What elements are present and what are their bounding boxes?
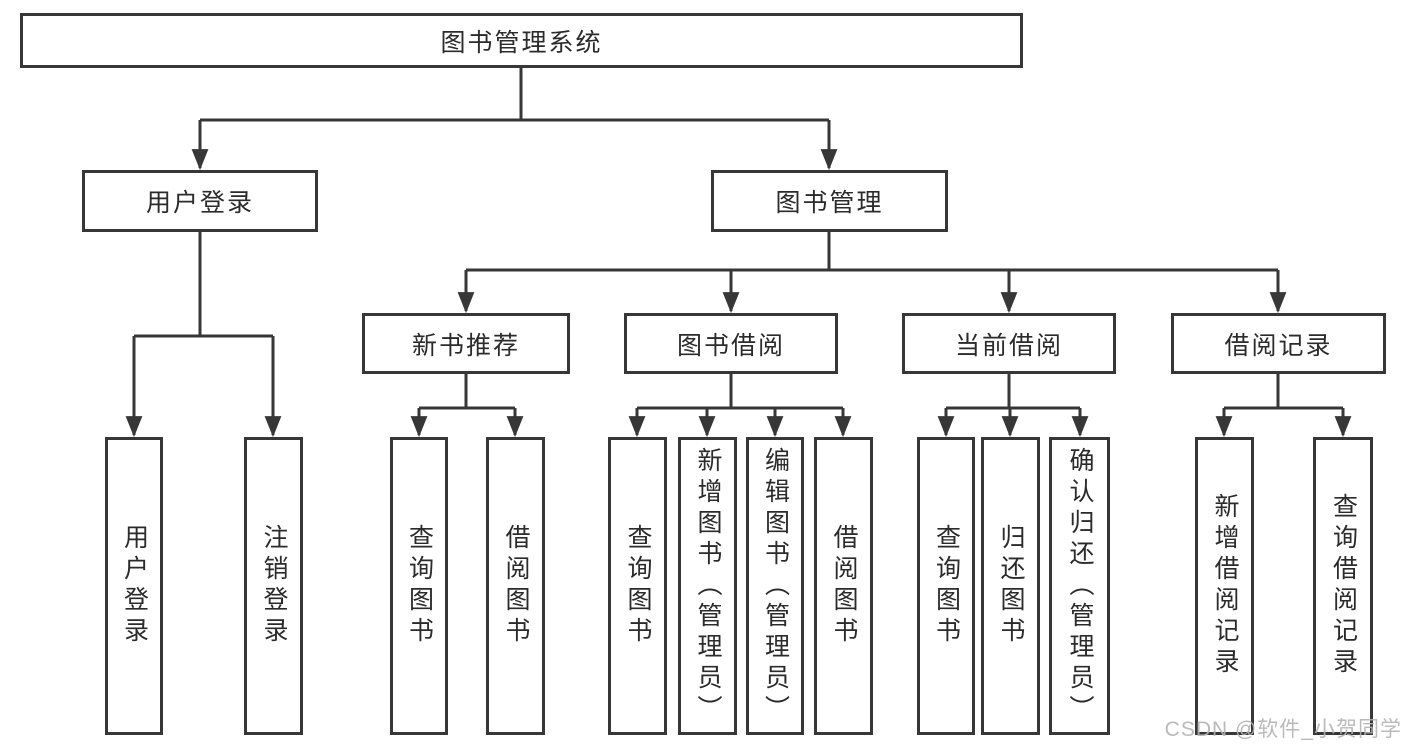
node-label: 借阅图书	[502, 524, 530, 648]
node-borrowing-add-books-admin: 新增图书（管理员）	[678, 437, 737, 735]
node-recommend-borrow-books: 借阅图书	[486, 437, 545, 735]
node-label: 用户登录	[120, 524, 149, 648]
node-borrowing-edit-books-admin: 编辑图书（管理员）	[746, 437, 804, 735]
connector-root-children	[191, 68, 838, 171]
node-borrowing-borrow-books: 借阅图书	[814, 437, 873, 735]
node-login-logout: 注销登录	[244, 437, 303, 735]
node-label: 查询图书	[932, 524, 961, 648]
connector-book-borrowing-children	[628, 374, 852, 438]
node-label: 借阅图书	[830, 524, 858, 648]
node-borrowing-records: 借阅记录	[1171, 313, 1386, 374]
node-current-borrowing: 当前借阅	[902, 313, 1116, 374]
node-label: 确认归还（管理员）	[1066, 446, 1094, 726]
node-label: 图书管理系统	[440, 28, 603, 57]
node-label: 借阅记录	[1224, 331, 1333, 360]
connector-user-login-children	[125, 232, 282, 438]
node-label: 查询借阅记录	[1329, 493, 1358, 679]
connector-borrowing-records-children	[1215, 374, 1352, 438]
node-current-confirm-return-admin: 确认归还（管理员）	[1049, 437, 1110, 735]
node-label: 新书推荐	[411, 331, 520, 360]
node-recommend-query-books: 查询图书	[390, 437, 448, 735]
node-user-login: 用户登录	[82, 170, 318, 232]
connector-book-management-children	[457, 232, 1287, 314]
node-book-management: 图书管理	[711, 170, 948, 232]
node-records-query-record: 查询借阅记录	[1313, 437, 1373, 735]
node-label: 图书管理	[775, 189, 884, 217]
node-label: 编辑图书（管理员）	[761, 446, 790, 726]
node-current-return-books: 归还图书	[981, 437, 1040, 735]
node-label: 查询图书	[405, 524, 434, 648]
node-login-user-login: 用户登录	[105, 437, 163, 735]
node-borrowing-query-books: 查询图书	[608, 437, 667, 735]
node-label: 查询图书	[624, 524, 652, 648]
node-current-query-books: 查询图书	[917, 437, 975, 735]
node-records-add-record: 新增借阅记录	[1195, 437, 1254, 735]
node-root: 图书管理系统	[20, 13, 1023, 68]
node-label: 归还图书	[997, 524, 1025, 648]
node-book-borrowing: 图书借阅	[624, 313, 838, 374]
connector-current-borrowing-children	[937, 374, 1089, 438]
csdn-watermark: CSDN @软件_小贺同学	[1164, 718, 1402, 741]
node-label: 图书借阅	[676, 331, 785, 360]
node-label: 新增借阅记录	[1211, 493, 1239, 679]
node-new-book-recommend: 新书推荐	[362, 313, 570, 374]
node-label: 当前借阅	[954, 331, 1063, 360]
connector-new-book-recommend-children	[410, 374, 524, 438]
node-label: 用户登录	[145, 189, 254, 217]
node-label: 新增图书（管理员）	[694, 446, 722, 726]
node-label: 注销登录	[260, 524, 288, 648]
